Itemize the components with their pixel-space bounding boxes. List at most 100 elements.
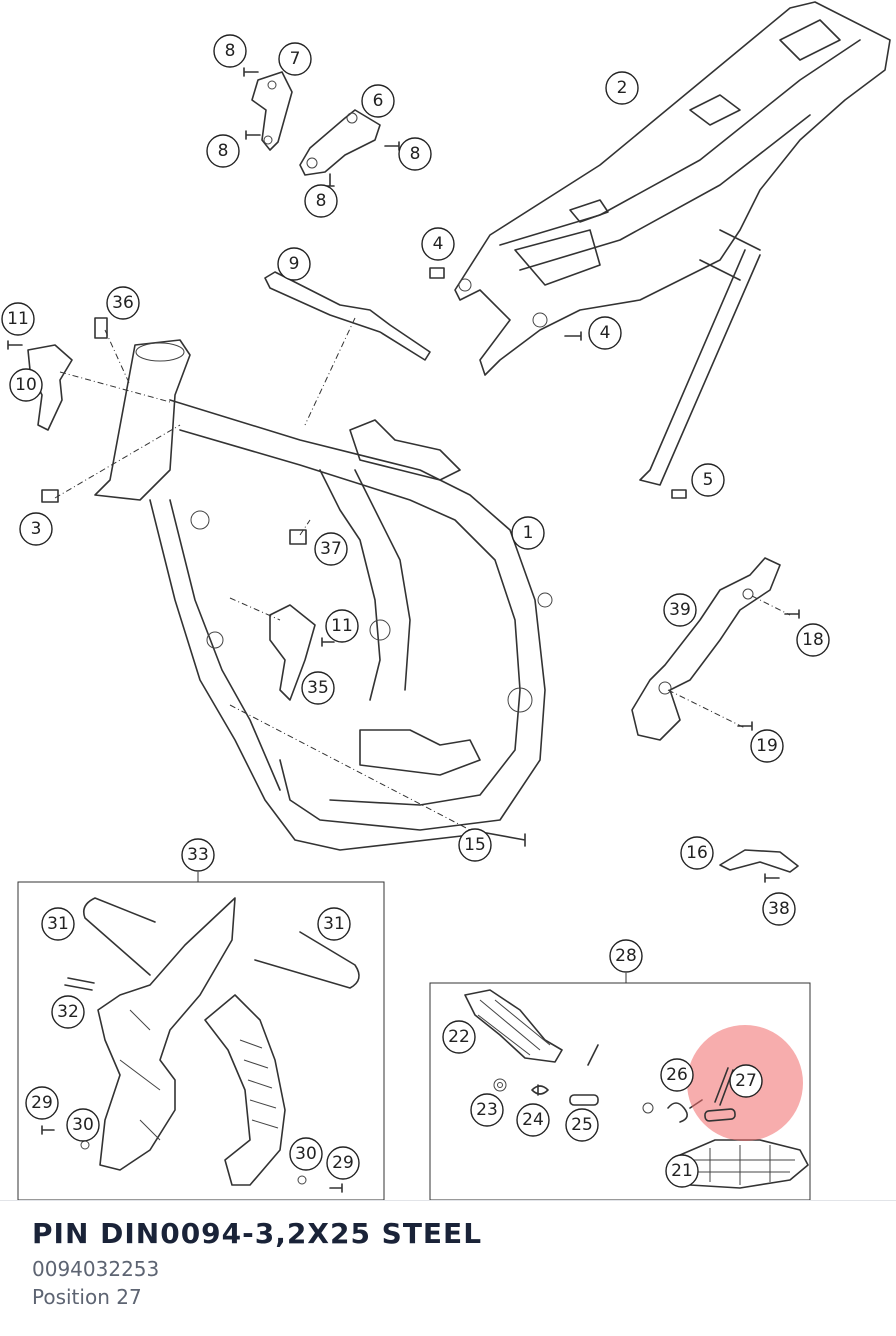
screw-38[interactable]	[764, 873, 780, 883]
screw-18[interactable]	[784, 609, 800, 619]
spring-24[interactable]	[531, 1084, 549, 1096]
callout-text: 16	[686, 843, 708, 863]
frame-protector-left[interactable]	[97, 897, 236, 1171]
callout-39[interactable]: 39	[663, 593, 697, 627]
callout-36[interactable]: 36	[106, 286, 140, 320]
guard-16[interactable]	[719, 849, 799, 873]
bolt-8-d[interactable]	[325, 173, 335, 187]
callout-text: 3	[31, 519, 42, 539]
washer-30-b[interactable]	[297, 1175, 307, 1185]
callout-4[interactable]: 4	[588, 316, 622, 350]
frame-1[interactable]	[94, 339, 553, 851]
callout-5[interactable]: 5	[691, 463, 725, 497]
clip-37[interactable]	[289, 529, 307, 545]
callout-15[interactable]: 15	[458, 828, 492, 862]
callout-2[interactable]: 2	[605, 71, 639, 105]
screw-19[interactable]	[737, 721, 753, 731]
subframe-2[interactable]	[454, 1, 891, 486]
footrest-21[interactable]	[667, 1139, 809, 1189]
callout-text: 33	[187, 845, 209, 865]
bolt-5[interactable]	[671, 489, 687, 499]
screw-11-b[interactable]	[321, 637, 335, 647]
screw-11-a[interactable]	[7, 340, 23, 350]
screw-29-b[interactable]	[329, 1183, 343, 1193]
callout-text: 38	[768, 899, 790, 919]
callout-text: 37	[320, 539, 342, 559]
bolt-25[interactable]	[569, 1094, 599, 1106]
callout-text: 27	[735, 1071, 757, 1091]
callout-text: 22	[448, 1027, 470, 1047]
callout-9[interactable]: 9	[277, 247, 311, 281]
screw-29-a[interactable]	[41, 1125, 55, 1135]
callout-8[interactable]: 8	[398, 137, 432, 171]
washer-30-a[interactable]	[80, 1140, 90, 1150]
frame-protector-right[interactable]	[204, 994, 286, 1186]
heat-shield-9[interactable]	[264, 271, 431, 426]
callout-31[interactable]: 31	[317, 907, 351, 941]
rubber-3[interactable]	[41, 489, 59, 503]
callout-32[interactable]: 32	[51, 995, 85, 1029]
callout-21[interactable]: 21	[665, 1154, 699, 1188]
callout-30[interactable]: 30	[289, 1137, 323, 1171]
callout-35[interactable]: 35	[301, 671, 335, 705]
callout-text: 35	[307, 678, 329, 698]
callout-text: 29	[31, 1093, 53, 1113]
callout-28[interactable]: 28	[609, 939, 643, 973]
callout-8[interactable]: 8	[213, 34, 247, 68]
callout-37[interactable]: 37	[314, 532, 348, 566]
clip-32[interactable]	[64, 977, 95, 991]
callout-29[interactable]: 29	[326, 1146, 360, 1180]
callout-3[interactable]: 3	[19, 512, 53, 546]
washer-23[interactable]	[493, 1078, 507, 1092]
callout-text: 29	[332, 1153, 354, 1173]
callout-30[interactable]: 30	[66, 1108, 100, 1142]
bolt-4-a[interactable]	[429, 267, 445, 279]
washer-26-b[interactable]	[642, 1102, 654, 1114]
bolt-4-b[interactable]	[564, 331, 582, 341]
bracket-6[interactable]	[299, 109, 381, 176]
callout-1[interactable]: 1	[511, 516, 545, 550]
callout-23[interactable]: 23	[470, 1093, 504, 1127]
callout-11[interactable]: 11	[325, 609, 359, 643]
callout-22[interactable]: 22	[442, 1020, 476, 1054]
callout-18[interactable]: 18	[796, 623, 830, 657]
footrest-22[interactable]	[464, 989, 563, 1063]
bolt-8-c[interactable]	[384, 141, 400, 151]
callout-text: 8	[225, 41, 236, 61]
callout-text: 36	[112, 293, 134, 313]
clip-36[interactable]	[94, 317, 108, 339]
callout-26[interactable]: 26	[660, 1058, 694, 1092]
callout-29[interactable]: 29	[25, 1086, 59, 1120]
callout-4[interactable]: 4	[421, 227, 455, 261]
part-number: 0094032253	[32, 1257, 160, 1281]
bracket-7[interactable]	[251, 71, 293, 151]
callout-7[interactable]: 7	[278, 42, 312, 76]
wire-31-right[interactable]	[254, 931, 360, 989]
callout-text: 32	[57, 1002, 79, 1022]
part-title: PIN DIN0094-3,2X25 STEEL	[32, 1217, 483, 1250]
callout-text: 18	[802, 630, 824, 650]
callout-24[interactable]: 24	[516, 1103, 550, 1137]
callout-16[interactable]: 16	[680, 836, 714, 870]
callout-8[interactable]: 8	[304, 184, 338, 218]
callout-text: 1	[523, 523, 534, 543]
bracket-35[interactable]	[269, 604, 316, 701]
callout-38[interactable]: 38	[762, 892, 796, 926]
guide-39[interactable]	[631, 557, 781, 741]
callout-text: 15	[464, 835, 486, 855]
callout-31[interactable]: 31	[41, 907, 75, 941]
callout-33[interactable]: 33	[181, 838, 215, 872]
callout-27[interactable]: 27	[729, 1064, 763, 1098]
part-info-panel: PIN DIN0094-3,2X25 STEEL 0094032253 Posi…	[0, 1200, 896, 1336]
callout-11[interactable]: 11	[1, 302, 35, 336]
wire-31-left[interactable]	[82, 897, 156, 976]
callout-10[interactable]: 10	[9, 368, 43, 402]
callout-19[interactable]: 19	[750, 729, 784, 763]
bolt-8-b[interactable]	[245, 130, 261, 140]
callout-25[interactable]: 25	[565, 1108, 599, 1142]
pin-26[interactable]	[587, 1044, 599, 1066]
callout-8[interactable]: 8	[206, 134, 240, 168]
callout-6[interactable]: 6	[361, 84, 395, 118]
bolt-8-a[interactable]	[243, 67, 259, 77]
